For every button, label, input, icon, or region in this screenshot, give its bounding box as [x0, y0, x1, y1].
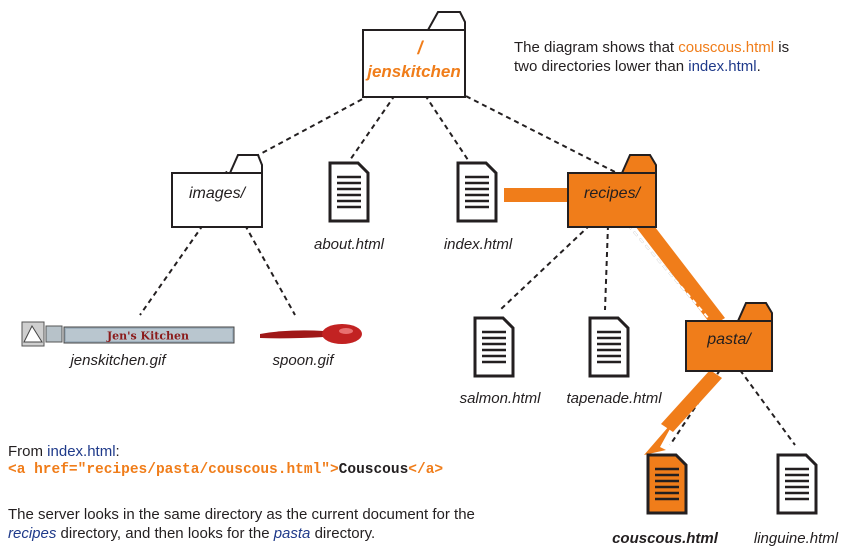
from-line: From index.html: — [8, 442, 120, 461]
folder-recipes-label: recipes/ — [583, 185, 641, 202]
line4-suffix: directory. — [310, 525, 376, 542]
edge-root-recipes — [449, 87, 616, 173]
file-label-index: index.html — [443, 236, 513, 253]
from-suffix: : — [115, 443, 120, 460]
highlight-index-recipes — [504, 188, 570, 202]
edge-images-jenskitchen — [139, 224, 204, 316]
line4-mid: directory, and then looks for the — [56, 525, 274, 542]
code-close-bracket: > — [329, 462, 339, 478]
from-prefix: From — [8, 443, 48, 460]
caption-top: The diagram shows that couscous.html is … — [514, 38, 789, 76]
edge-recipes-tapenade — [604, 224, 609, 311]
highlight-path — [504, 188, 725, 455]
edge-recipes-pasta-overlay — [627, 224, 711, 321]
jenskitchen-logo-image: Jen's Kitchen — [21, 321, 235, 347]
caption-line2-suffix: . — [756, 58, 761, 75]
edge-pasta-linguine — [739, 369, 796, 446]
file-label-spoon: spoon.gif — [272, 352, 334, 369]
caption-target-file: couscous.html — [678, 39, 775, 56]
edge-root-index — [424, 94, 469, 161]
file-label-jenskitchen: jenskitchen.gif — [70, 352, 166, 369]
folder-images — [171, 154, 263, 228]
pasta-ref: pasta — [273, 525, 311, 542]
document-icon-linguine — [776, 453, 818, 515]
from-file: index.html — [47, 443, 116, 460]
document-icon-about — [328, 161, 370, 223]
arrowhead-couscous — [644, 418, 676, 455]
explanation-line2: recipes directory, and then looks for th… — [8, 524, 375, 543]
file-label-linguine: linguine.html — [753, 530, 839, 547]
document-icon-couscous — [646, 453, 688, 515]
caption-source-file: index.html — [688, 58, 757, 75]
code-example: <a href="recipes/pasta/couscous.html">Co… — [8, 461, 443, 480]
code-close-a: </a> — [408, 462, 444, 478]
folder-pasta — [685, 302, 773, 372]
code-href: "recipes/pasta/couscous.html" — [77, 462, 330, 478]
file-label-salmon: salmon.html — [459, 390, 541, 407]
document-icon-salmon — [473, 316, 515, 378]
code-open-a: <a href= — [8, 462, 78, 478]
caption-top-line1: The diagram shows that couscous.html is — [514, 38, 789, 57]
caption-mid: is — [774, 39, 790, 56]
caption-prefix: The diagram shows that — [514, 39, 679, 56]
root-folder-slash: / — [417, 38, 423, 58]
folder-pasta-label: pasta/ — [707, 331, 751, 348]
code-link-text: Couscous — [338, 462, 409, 478]
edge-recipes-salmon — [499, 224, 591, 311]
folder-images-label: images/ — [188, 185, 246, 202]
file-label-about: about.html — [313, 236, 385, 253]
highlight-recipes-pasta — [632, 214, 725, 326]
edge-root-about — [349, 94, 396, 161]
recipes-ref: recipes — [8, 525, 57, 542]
caption-top-line2: two directories lower than index.html. — [514, 57, 789, 76]
caption-line2-prefix: two directories lower than — [514, 58, 689, 75]
spoon-image — [260, 324, 362, 344]
file-label-couscous: couscous.html — [612, 530, 718, 547]
document-icon-index — [456, 161, 498, 223]
document-icon-tapenade — [588, 316, 630, 378]
folder-recipes — [567, 154, 657, 228]
edge-images-spoon — [244, 224, 296, 316]
file-label-tapenade: tapenade.html — [566, 390, 662, 407]
jenskitchen-logo-text: Jen's Kitchen — [106, 330, 189, 343]
highlight-pasta-couscous — [661, 370, 722, 432]
folder-root — [362, 11, 466, 98]
explanation-line1: The server looks in the same directory a… — [8, 506, 475, 523]
root-folder-name: jenskitchen — [367, 62, 461, 81]
